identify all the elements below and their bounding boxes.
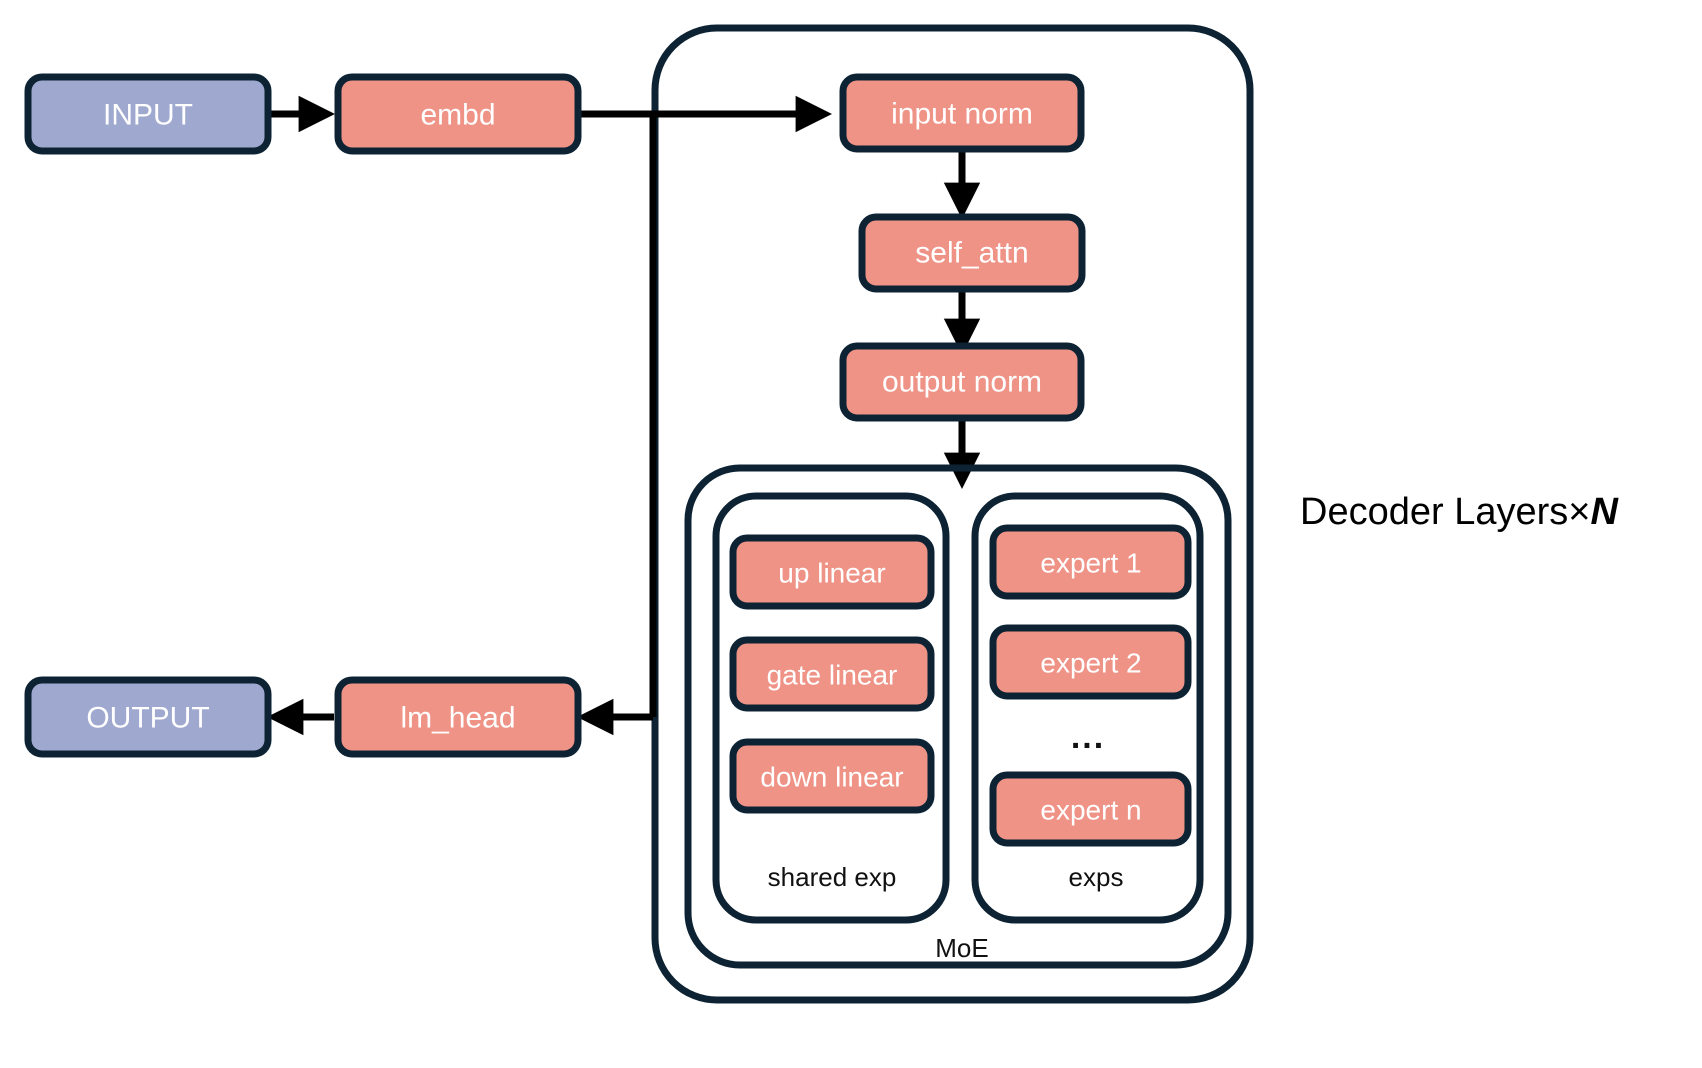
node-expert-2-rect[interactable] (989, 624, 1192, 700)
shared-exp-group-label: shared exp (768, 862, 897, 892)
node-input-label: INPUT (103, 99, 193, 132)
node-down-linear[interactable]: down linear (729, 738, 935, 814)
node-embd[interactable]: embd (334, 73, 582, 155)
node-expert-n-rect[interactable] (989, 771, 1192, 847)
exps-group (971, 492, 1204, 924)
node-up-linear-rect[interactable] (729, 534, 935, 610)
node-output-label: OUTPUT (86, 702, 209, 735)
node-embd-label: embd (420, 99, 495, 132)
node-up-linear-label: up linear (778, 558, 885, 589)
node-output-norm-rect[interactable] (839, 342, 1085, 422)
node-up-linear[interactable]: up linear (729, 534, 935, 610)
moe-group (684, 464, 1232, 969)
node-input-norm[interactable]: input norm (839, 73, 1085, 153)
node-lm-head[interactable]: lm_head (334, 676, 582, 758)
node-self-attn[interactable]: self_attn (858, 213, 1086, 293)
node-output-rect[interactable] (24, 676, 272, 758)
node-gate-linear[interactable]: gate linear (729, 636, 935, 712)
node-input-norm-label: input norm (891, 98, 1033, 131)
experts-ellipsis: ... (1071, 718, 1105, 756)
exps-group-label: exps (1069, 862, 1124, 892)
node-input-norm-rect[interactable] (839, 73, 1085, 153)
decoder-layers-container (651, 24, 1254, 1004)
node-expert-n-label: expert n (1040, 795, 1141, 826)
node-expert-n[interactable]: expert n (989, 771, 1192, 847)
node-input-rect[interactable] (24, 73, 272, 155)
node-down-linear-rect[interactable] (729, 738, 935, 814)
decoder-layers-count: N (1590, 491, 1619, 533)
node-down-linear-label: down linear (760, 762, 903, 793)
node-expert-2-label: expert 2 (1040, 648, 1141, 679)
node-expert-1[interactable]: expert 1 (989, 524, 1192, 600)
node-expert-1-label: expert 1 (1040, 548, 1141, 579)
node-gate-linear-rect[interactable] (729, 636, 935, 712)
shared-exp-group (712, 492, 950, 924)
node-input[interactable]: INPUT (24, 73, 272, 155)
node-self-attn-rect[interactable] (858, 213, 1086, 293)
node-output[interactable]: OUTPUT (24, 676, 272, 758)
node-lm-head-label: lm_head (400, 702, 515, 735)
node-expert-2[interactable]: expert 2 (989, 624, 1192, 700)
node-self-attn-label: self_attn (915, 237, 1028, 270)
node-lm-head-rect[interactable] (334, 676, 582, 758)
node-embd-rect[interactable] (334, 73, 582, 155)
decoder-layers-annotation: Decoder Layers×N (1300, 491, 1619, 533)
node-output-norm-label: output norm (882, 366, 1042, 399)
decoder-layers-prefix: Decoder Layers× (1300, 491, 1590, 533)
node-gate-linear-label: gate linear (767, 660, 898, 691)
node-expert-1-rect[interactable] (989, 524, 1192, 600)
node-output-norm[interactable]: output norm (839, 342, 1085, 422)
moe-group-label: MoE (935, 933, 988, 963)
